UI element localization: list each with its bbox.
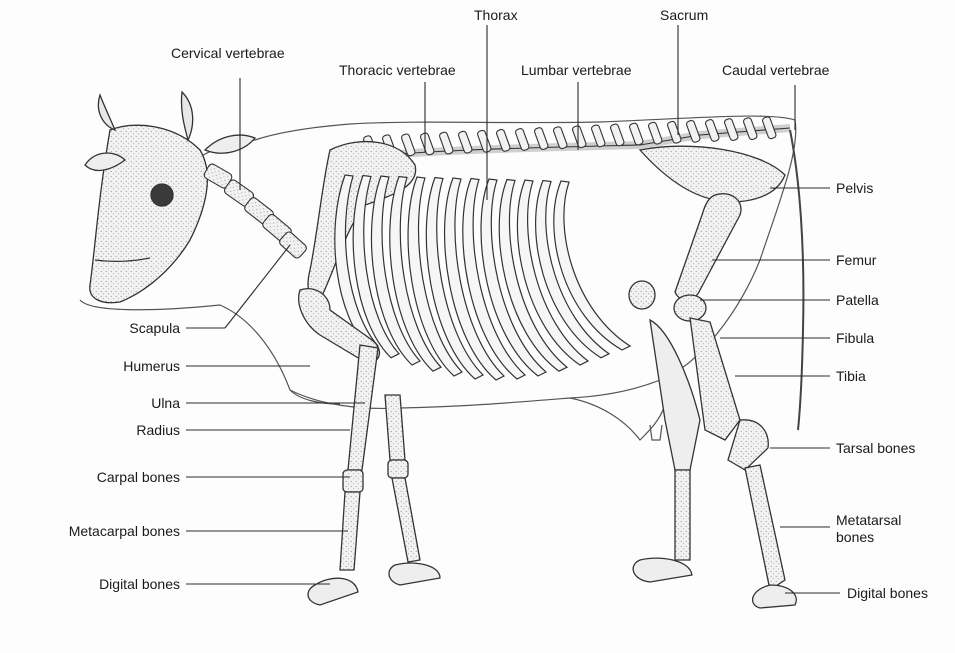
label-metatarsal-line1: Metatarsal: [836, 512, 901, 529]
label-pelvis: Pelvis: [836, 180, 873, 196]
hind-limb: [629, 146, 796, 608]
label-fibula: Fibula: [836, 330, 874, 346]
belly-outline: [290, 390, 665, 440]
label-digital-bones-fore: Digital bones: [40, 576, 180, 592]
label-radius: Radius: [60, 422, 180, 438]
label-sacrum: Sacrum: [660, 7, 708, 23]
label-ulna: Ulna: [60, 395, 180, 411]
pointer-lines: [186, 25, 840, 593]
label-scapula: Scapula: [60, 320, 180, 336]
label-carpal-bones: Carpal bones: [40, 469, 180, 485]
label-metatarsal-line2: bones: [836, 529, 901, 546]
label-metatarsal-bones: Metatarsal bones: [836, 512, 901, 546]
label-thorax: Thorax: [474, 7, 518, 23]
label-humerus: Humerus: [60, 358, 180, 374]
label-thoracic-vertebrae: Thoracic vertebrae: [339, 62, 456, 78]
cervical-vertebrae-bones: [203, 163, 308, 260]
label-patella: Patella: [836, 292, 879, 308]
label-metacarpal-bones: Metacarpal bones: [20, 523, 180, 539]
skull: [85, 92, 255, 303]
label-tibia: Tibia: [836, 368, 866, 384]
tail: [790, 130, 803, 430]
label-lumbar-vertebrae: Lumbar vertebrae: [521, 62, 632, 78]
label-cervical-vertebrae: Cervical vertebrae: [171, 45, 285, 61]
label-femur: Femur: [836, 252, 876, 268]
label-digital-bones-hind: Digital bones: [847, 585, 928, 601]
rib: [554, 181, 630, 350]
label-tarsal-bones: Tarsal bones: [836, 440, 915, 456]
label-caudal-vertebrae: Caudal vertebrae: [722, 62, 829, 78]
